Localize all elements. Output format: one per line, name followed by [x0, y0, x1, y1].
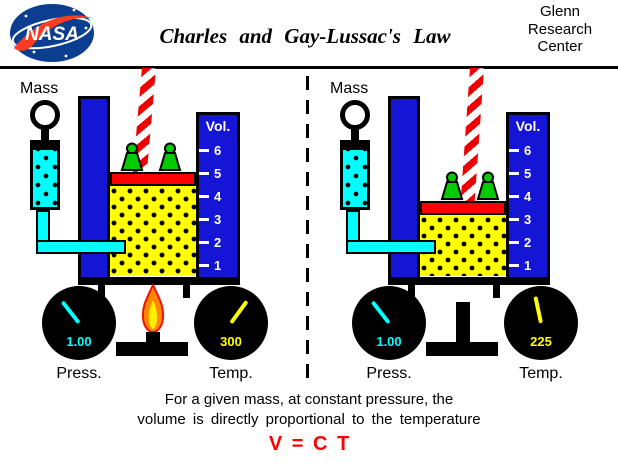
temperature-needle — [533, 296, 543, 324]
pressure-needle — [370, 300, 391, 325]
mass-syringe — [340, 140, 370, 210]
temperature-label: Temp. — [519, 365, 563, 382]
panel-divider-dashed-line — [306, 76, 309, 378]
scale-tick — [509, 264, 519, 267]
container-leg — [98, 285, 105, 298]
temperature-gauge: 300 — [194, 286, 268, 360]
scale-number: 1 — [214, 258, 222, 273]
piston — [110, 172, 196, 186]
container-leg — [183, 285, 190, 298]
mass-hanger-ring — [340, 100, 370, 130]
mass-label: Mass — [20, 80, 59, 97]
temperature-value: 225 — [530, 334, 552, 349]
temperature-label: Temp. — [209, 365, 253, 382]
container-leg — [408, 285, 415, 298]
mass-hanger-stem — [41, 128, 49, 141]
page-title: Charles and Gay-Lussac's Law — [159, 24, 451, 48]
scale-tick — [199, 264, 209, 267]
gas-tube-vertical — [36, 210, 50, 244]
mass-label: Mass — [330, 80, 369, 97]
scale-number: 1 — [524, 258, 532, 273]
scale-tick — [199, 241, 209, 244]
scale-number: 4 — [214, 189, 222, 204]
temperature-gauge: 225 — [504, 286, 578, 360]
temperature-needle — [229, 299, 249, 325]
burner-stand-base — [116, 342, 188, 356]
valve-icon — [118, 142, 146, 177]
apparatus-heated: Mass Vol. — [8, 67, 308, 388]
pressure-gauge: 1.00 — [42, 286, 116, 360]
gas-tube-vertical — [346, 210, 360, 244]
pressure-value: 1.00 — [376, 334, 402, 349]
burner-stand-base — [426, 342, 498, 356]
scale-number: 4 — [524, 189, 532, 204]
pressure-value: 1.00 — [66, 334, 92, 349]
mass-hanger-stem — [351, 128, 359, 141]
mass-syringe-cap — [30, 140, 60, 150]
nasa-logo-text: NASA — [25, 24, 79, 45]
scale-number: 3 — [214, 212, 222, 227]
gas-volume — [110, 186, 196, 276]
burner-stand-stem — [456, 302, 470, 344]
nasa-logo: NASA — [8, 2, 96, 69]
gas-tube-horizontal — [36, 240, 126, 254]
pressure-needle — [60, 300, 81, 325]
scale-tick — [509, 195, 519, 198]
volume-scale: Vol. 6 5 4 3 2 1 — [506, 112, 550, 280]
scale-tick — [509, 149, 519, 152]
apparatus-cooler: Mass Vol. — [318, 67, 618, 388]
mass-syringe-cap — [340, 140, 370, 150]
valve-icon — [474, 171, 502, 206]
pressure-label: Press. — [56, 365, 102, 382]
piston — [420, 201, 506, 215]
scale-number: 2 — [524, 235, 532, 250]
volume-scale-label: Vol. — [205, 118, 231, 134]
scale-number: 6 — [214, 143, 222, 158]
caption-line-2: volume is directly proportional to the t… — [137, 411, 481, 428]
gas-tube-horizontal — [346, 240, 436, 254]
scale-tick — [199, 195, 209, 198]
org-name: Glenn Research Center — [506, 3, 614, 56]
temperature-value: 300 — [220, 334, 242, 349]
scale-number: 5 — [524, 166, 532, 181]
scale-tick — [199, 172, 209, 175]
org-line: Center — [537, 38, 583, 56]
scale-tick — [509, 241, 519, 244]
scale-tick — [199, 218, 209, 221]
container-leg — [493, 285, 500, 298]
volume-scale-label: Vol. — [515, 118, 541, 134]
org-line: Glenn — [539, 3, 581, 20]
container-bottom — [78, 277, 240, 285]
scale-number: 6 — [524, 143, 532, 158]
mass-hanger-ring — [30, 100, 60, 130]
law-equation: V = C T — [268, 433, 350, 455]
caption-line-1: For a given mass, at constant pressure, … — [164, 391, 454, 408]
container-bottom — [388, 277, 550, 285]
scale-tick — [509, 172, 519, 175]
scale-number: 5 — [214, 166, 222, 181]
pressure-gauge: 1.00 — [352, 286, 426, 360]
mass-syringe — [30, 140, 60, 210]
header-divider-line — [0, 66, 618, 69]
flame-icon — [139, 282, 167, 339]
volume-scale: Vol. 6 5 4 3 2 1 — [196, 112, 240, 280]
valve-icon — [156, 142, 184, 177]
valve-icon — [438, 171, 466, 206]
org-line: Research — [527, 20, 593, 38]
scale-tick — [509, 218, 519, 221]
scale-number: 3 — [524, 212, 532, 227]
scale-number: 2 — [214, 235, 222, 250]
pressure-label: Press. — [366, 365, 412, 382]
scale-tick — [199, 149, 209, 152]
burner-stand-stem — [146, 332, 160, 344]
